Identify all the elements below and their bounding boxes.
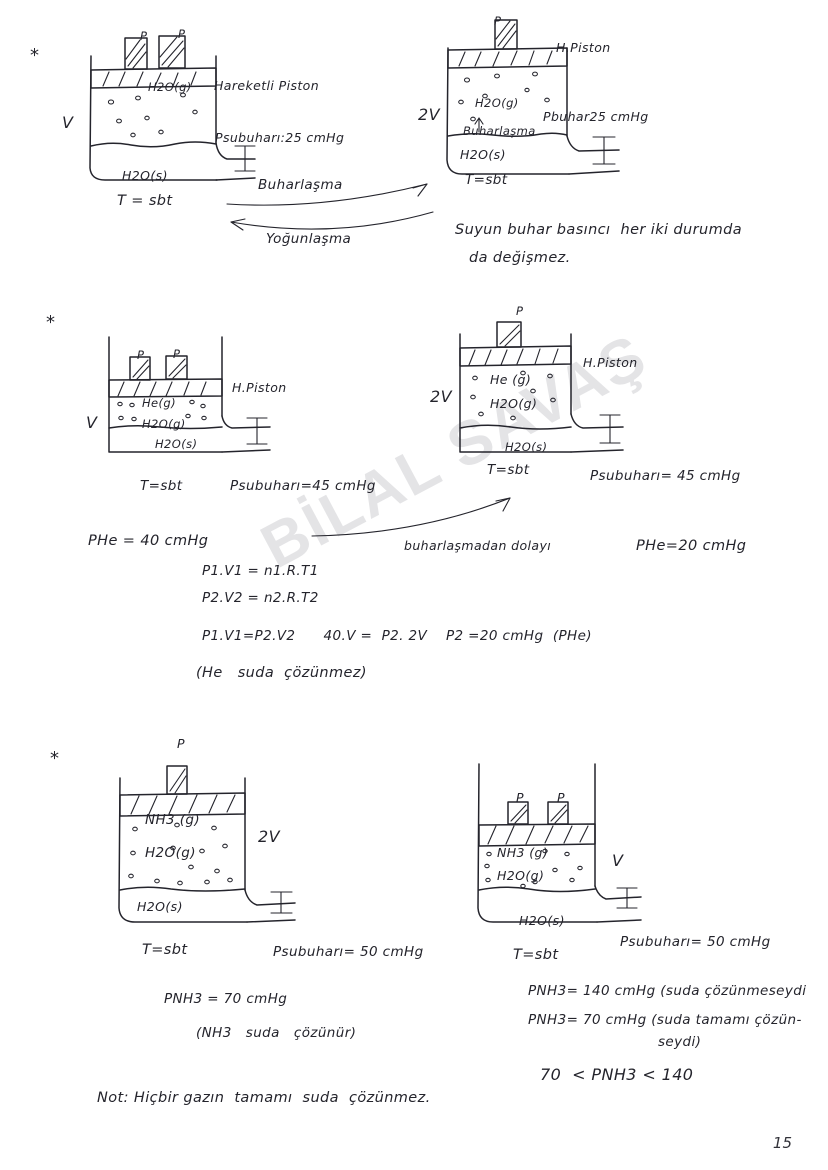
section-1-left-temperature-label: T = sbt xyxy=(117,193,173,209)
section-1-right-liquid-label: H2O(s) xyxy=(460,147,506,162)
section-3-left-temperature-label: T=sbt xyxy=(142,942,188,958)
section-2-left-gas-label-1: He(g) xyxy=(142,396,176,410)
section-2-right-volume-label: 2V xyxy=(430,387,452,406)
section-2-right-gas-label-1: He (g) xyxy=(490,372,532,387)
section-1-right-manometer-label: Pbuhar25 cmHg xyxy=(543,109,649,124)
section-1-left-manometer-label: Psubuharı:25 cmHg xyxy=(215,130,345,145)
section-1-left-volume-label: V xyxy=(62,113,74,132)
section-1-arrow-label-condensation: Yoğunlaşma xyxy=(266,231,352,247)
section-3-right-result-2: PNH3= 70 cmHg (suda tamamı çözün- xyxy=(528,1012,802,1028)
section-2-he-pressure-left: PHe = 40 cmHg xyxy=(88,533,209,549)
footer-note: Not: Hiçbir gazın tamamı suda çözünmez. xyxy=(97,1090,431,1106)
section-3-right-liquid-label: H2O(s) xyxy=(519,913,565,928)
section-2-left-vapor-pressure-label: Psubuharı=45 cmHg xyxy=(230,478,376,494)
section-2-equation-3: P1.V1=P2.V2 40.V = P2. 2V P2 =20 cmHg (P… xyxy=(202,628,592,644)
section-1-left-weight-1: P xyxy=(140,29,148,43)
section-3-left-result-1: PNH3 = 70 cmHg xyxy=(164,991,288,1007)
section-3-right-result-4: 70 < PNH3 < 140 xyxy=(540,1065,694,1084)
section-1-arrow-label-evaporation: Buharlaşma xyxy=(258,177,343,193)
section-2-left-liquid-label: H2O(s) xyxy=(155,437,198,451)
section-2-left-gas-label-2: H2O(g) xyxy=(142,417,186,431)
section-3-left-gas-label-2: H2O(g) xyxy=(145,845,196,861)
section-3-right-vessel xyxy=(475,758,675,930)
section-2-right-liquid-label: H2O(s) xyxy=(505,440,548,454)
section-1-right-weight-1: P xyxy=(494,14,502,28)
section-1-bullet: * xyxy=(30,45,39,66)
section-3-left-gas-label-1: NH3 (g) xyxy=(145,812,201,828)
section-2-bullet: * xyxy=(46,312,55,333)
section-2-left-volume-label: V xyxy=(86,413,98,432)
section-1-right-volume-label: 2V xyxy=(418,105,440,124)
section-3-right-weight-2: P xyxy=(557,790,565,805)
section-1-left-weight-2: P xyxy=(178,27,186,41)
section-1-right-vessel xyxy=(443,14,633,184)
section-2-right-piston-label: H.Piston xyxy=(583,355,638,370)
section-2-left-vessel xyxy=(104,334,294,464)
section-1-left-vessel xyxy=(85,28,265,188)
section-3-right-temperature-label: T=sbt xyxy=(513,947,559,963)
section-3-left-result-2: (NH3 suda çözünür) xyxy=(196,1025,357,1041)
section-1-left-piston-label: Hareketli Piston xyxy=(214,78,320,93)
section-1-right-temperature-label: T=sbt xyxy=(465,172,508,188)
section-3-right-weight-1: P xyxy=(516,790,524,805)
page-number: 15 xyxy=(772,1134,792,1152)
section-2-equation-1: P1.V1 = n1.R.T1 xyxy=(202,563,319,579)
section-2-left-piston-label: H.Piston xyxy=(232,380,287,395)
section-2-he-pressure-right: PHe=20 cmHg xyxy=(636,538,747,554)
section-3-right-gas-label-2: H2O(g) xyxy=(497,868,545,883)
section-1-note-line-2: da değişmez. xyxy=(469,250,571,266)
section-3-right-gas-label-1: NH3 (g) xyxy=(497,845,549,860)
section-1-left-liquid-label: H2O(s) xyxy=(122,168,168,183)
section-3-right-result-3: seydi) xyxy=(658,1034,702,1050)
section-3-left-volume-label: 2V xyxy=(258,827,280,846)
section-2-right-vapor-pressure-label: Psubuharı= 45 cmHg xyxy=(590,468,741,484)
section-1-left-gas-label: H2O(g) xyxy=(148,80,192,94)
section-3-right-volume-label: V xyxy=(612,851,624,870)
section-2-right-temperature-label: T=sbt xyxy=(487,462,530,478)
section-1-right-inner-process-label: Buharlaşma xyxy=(463,124,536,138)
section-3-left-vapor-pressure-label: Psubuharı= 50 cmHg xyxy=(273,944,424,960)
section-1-note-line-1: Suyun buhar basıncı her iki durumda xyxy=(455,222,742,238)
section-3-left-weight-1: P xyxy=(177,736,185,751)
section-2-right-vessel xyxy=(455,318,645,463)
section-2-equation-4: (He suda çözünmez) xyxy=(196,665,367,681)
section-2-left-weight-2: P xyxy=(173,347,181,361)
section-2-right-gas-label-2: H2O(g) xyxy=(490,396,538,411)
section-3-right-result-1: PNH3= 140 cmHg (suda çözünmeseydi xyxy=(528,983,807,999)
section-2-arrow xyxy=(310,492,530,542)
section-2-right-weight-1: P xyxy=(516,304,524,318)
section-2-arrow-label: buharlaşmadan dolayı xyxy=(404,538,552,553)
section-3-bullet: * xyxy=(50,748,59,769)
section-3-right-vapor-pressure-label: Psubuharı= 50 cmHg xyxy=(620,934,771,950)
section-1-arrows xyxy=(215,172,445,242)
section-1-right-piston-label: H.Piston xyxy=(556,40,611,55)
section-3-left-vessel xyxy=(117,750,317,930)
section-2-left-temperature-label: T=sbt xyxy=(140,478,183,494)
section-1-right-gas-label: H2O(g) xyxy=(475,96,519,110)
section-3-left-liquid-label: H2O(s) xyxy=(137,899,183,914)
section-2-left-weight-1: P xyxy=(137,348,145,362)
section-2-equation-2: P2.V2 = n2.R.T2 xyxy=(202,590,319,606)
